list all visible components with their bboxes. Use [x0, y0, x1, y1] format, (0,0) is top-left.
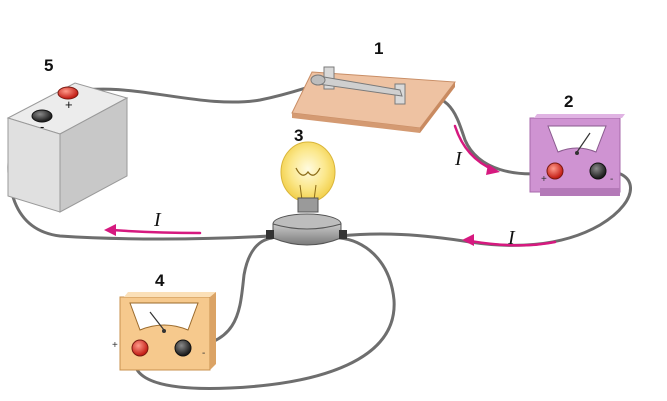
ammeter-plus-sign: + — [541, 174, 547, 185]
voltmeter[interactable]: + - — [112, 292, 216, 371]
battery-plus-sign: + — [65, 97, 73, 112]
label-lamp: 3 — [294, 126, 303, 145]
current-arrow-lamp-battery — [110, 228, 202, 235]
switch[interactable] — [291, 66, 456, 133]
label-voltmeter: 4 — [155, 271, 165, 290]
voltmeter-plus-sign: + — [112, 340, 118, 351]
arrowhead-1 — [486, 164, 500, 175]
ammeter-minus-sign: - — [610, 174, 613, 185]
label-ammeter: 2 — [564, 92, 573, 111]
arrowhead-3 — [104, 224, 116, 236]
wire-voltmeter-lamp-left — [181, 236, 274, 350]
current-label-ammeter-lamp: I — [507, 227, 516, 249]
label-switch: 1 — [374, 39, 383, 58]
current-label-lamp-battery: I — [153, 209, 162, 231]
arrowhead-2 — [462, 234, 474, 246]
current-arrow-ammeter-lamp — [468, 239, 557, 247]
current-label-switch-ammeter: I — [454, 148, 463, 170]
label-battery: 5 — [44, 56, 53, 75]
voltmeter-minus-sign: - — [202, 348, 205, 359]
battery[interactable]: + - — [6, 82, 129, 213]
battery-minus-sign: - — [40, 119, 44, 134]
wire-voltmeter-lamp-right — [133, 236, 396, 390]
ammeter[interactable]: + - — [529, 114, 625, 196]
lamp[interactable] — [266, 141, 347, 246]
